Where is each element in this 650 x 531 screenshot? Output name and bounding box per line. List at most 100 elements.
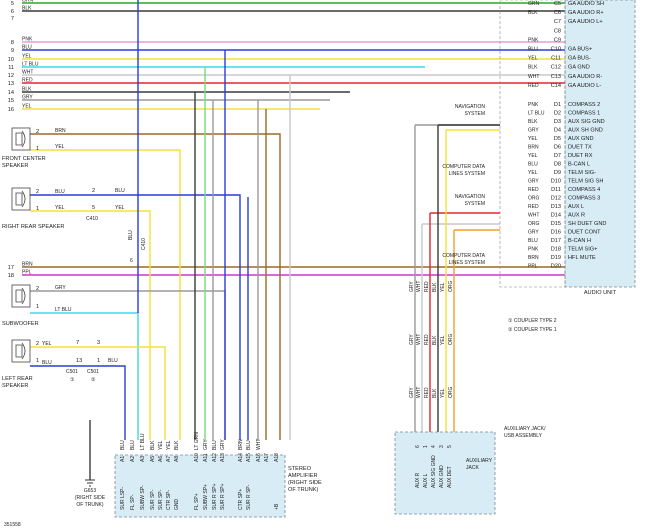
audio-pin-number: D4	[554, 128, 561, 134]
audio-pin-number: C12	[551, 65, 561, 71]
wire-lr-blu	[30, 365, 126, 440]
aux-wire-label: RED	[424, 387, 430, 398]
stereo-amp-title-4: OF TRUNK)	[288, 487, 318, 493]
audio-pin-wire-label: BLK	[528, 10, 538, 16]
audio-pin-number: D8	[554, 162, 561, 168]
left-wire-number: 6	[11, 9, 14, 15]
amp-pin-wire: GRY	[220, 439, 226, 450]
audio-pin-wire-label: YEL	[528, 153, 538, 159]
aux-pin-number: 4	[431, 445, 437, 448]
system-label: LINES SYSTEM	[449, 171, 485, 177]
audio-pin-name: TELM SIG-	[568, 170, 596, 176]
aux-wire-label: WHT	[416, 281, 422, 292]
ground-label-2: (RIGHT SIDE	[75, 495, 106, 501]
audio-pin-number: C14	[551, 83, 561, 89]
audio-pin-wire-label: YEL	[528, 136, 538, 142]
audio-pin-number: D11	[551, 187, 561, 193]
pin: 2	[92, 188, 95, 194]
audio-pin-number: C8	[554, 28, 561, 34]
front-center-speaker-icon-cone	[15, 132, 23, 146]
aux-wire-label: ORG	[448, 387, 454, 399]
audio-pin-number: D12	[551, 196, 561, 202]
audio-pin-wire-label: GRY	[528, 230, 539, 236]
audio-pin-wire-label: GRY	[528, 179, 539, 185]
amp-pin-wire: WHT	[256, 439, 262, 450]
audio-pin-name: GA BUS-	[568, 56, 591, 62]
amp-pin-number: A18	[274, 453, 280, 462]
pin: 13	[76, 358, 82, 364]
wire-label: LT BLU	[55, 307, 72, 313]
audio-pin-name: COMPASS 2	[568, 102, 600, 108]
audio-pin-name: COMPASS 4	[568, 187, 600, 193]
aux-jack-box	[394, 431, 496, 515]
audio-pin-wire-label: YEL	[528, 170, 538, 176]
amp-pin-number: A13	[220, 453, 226, 462]
stereo-amp-title-3: (RIGHT SIDE	[288, 480, 322, 486]
amp-pin-number: A7	[166, 456, 172, 462]
audio-unit-connector-frame	[499, 0, 566, 288]
amp-pin-wire: BLK	[174, 440, 180, 450]
audio-pin-name: GA BUS+	[568, 47, 592, 53]
audio-pin-number: D6	[554, 145, 561, 151]
audio-pin-number: C5	[554, 1, 561, 7]
amp-pin-name: SUR SP-	[150, 489, 156, 510]
aux-wire-label: ORG	[448, 334, 454, 346]
amp-pin-wire: LT GRN	[194, 432, 200, 450]
amp-pin-name: GND	[174, 499, 180, 511]
aux-pin-name: AUX R	[415, 472, 421, 488]
audio-pin-number: C11	[551, 56, 561, 62]
audio-pin-number: D3	[554, 119, 561, 125]
audio-pin-name: B-CAN L	[568, 162, 590, 168]
audio-unit-box	[564, 0, 636, 288]
subwoofer-icon-cone	[15, 289, 23, 303]
wire-fc-brn	[30, 133, 281, 440]
right-rear-label: RIGHT REAR SPEAKER	[2, 224, 64, 230]
aux-wire-label: RED	[424, 334, 430, 345]
audio-pin-wire-label: BLK	[528, 65, 538, 71]
wire-label: GRY	[55, 285, 66, 291]
wire-label: BLU	[128, 230, 134, 240]
left-wire-number: 8	[11, 40, 14, 46]
audio-pin-number: D10	[551, 179, 561, 185]
audio-pin-number: D1	[554, 102, 561, 108]
aux-pin-number: 5	[447, 445, 453, 448]
connector-label: C501	[66, 369, 78, 375]
system-label: NAVIGATION	[455, 104, 485, 110]
connector-label: C501	[87, 369, 99, 375]
audio-pin-name: GA AUDIO L+	[568, 19, 603, 25]
amp-pin-number: A14	[238, 453, 244, 462]
audio-pin-name: AUX SIG GND	[568, 119, 605, 125]
wire-label: YEL	[115, 205, 125, 211]
audio-pin-wire-label: GRY	[528, 128, 539, 134]
audio-pin-number: D9	[554, 170, 561, 176]
pin: 2	[36, 189, 39, 195]
amp-pin-name: FL SP+	[194, 493, 200, 510]
amp-pin-wire: LT BLU	[140, 433, 146, 450]
amp-pin-number: A11	[203, 453, 209, 462]
pin: 1	[36, 358, 39, 364]
left-rear-label-2: SPEAKER	[2, 383, 28, 389]
left-wire-color-label: BLK	[22, 87, 32, 93]
audio-pin-number: D19	[551, 255, 561, 261]
audio-pin-name: B-CAN H	[568, 238, 591, 244]
ground-label: G653	[84, 488, 96, 494]
aux-pin-name: AUX DET	[447, 466, 453, 488]
aux-pin-name: AUX GND	[439, 465, 445, 488]
left-rear-speaker-icon	[11, 339, 31, 363]
audio-pin-wire-label: ORG	[528, 196, 540, 202]
front-center-label: FRONT CENTER	[2, 156, 46, 162]
front-center-label-2: SPEAKER	[2, 163, 28, 169]
left-wire-number: 17	[8, 265, 14, 271]
left-wire-color-label: YEL	[22, 54, 32, 60]
audio-pin-number: D16	[551, 230, 561, 236]
amp-pin-wire: BRN	[238, 439, 244, 450]
wire-lr-yel	[30, 346, 166, 440]
wire-label: YEL	[42, 341, 52, 347]
amp-pin-number: A12	[212, 453, 218, 462]
amp-pin-name: SUR R SP+	[212, 483, 218, 510]
wire-label: BLU	[55, 189, 65, 195]
diagram-id: 351558	[4, 522, 21, 528]
left-rear-label: LEFT REAR	[2, 376, 33, 382]
pin: 2	[36, 129, 39, 135]
